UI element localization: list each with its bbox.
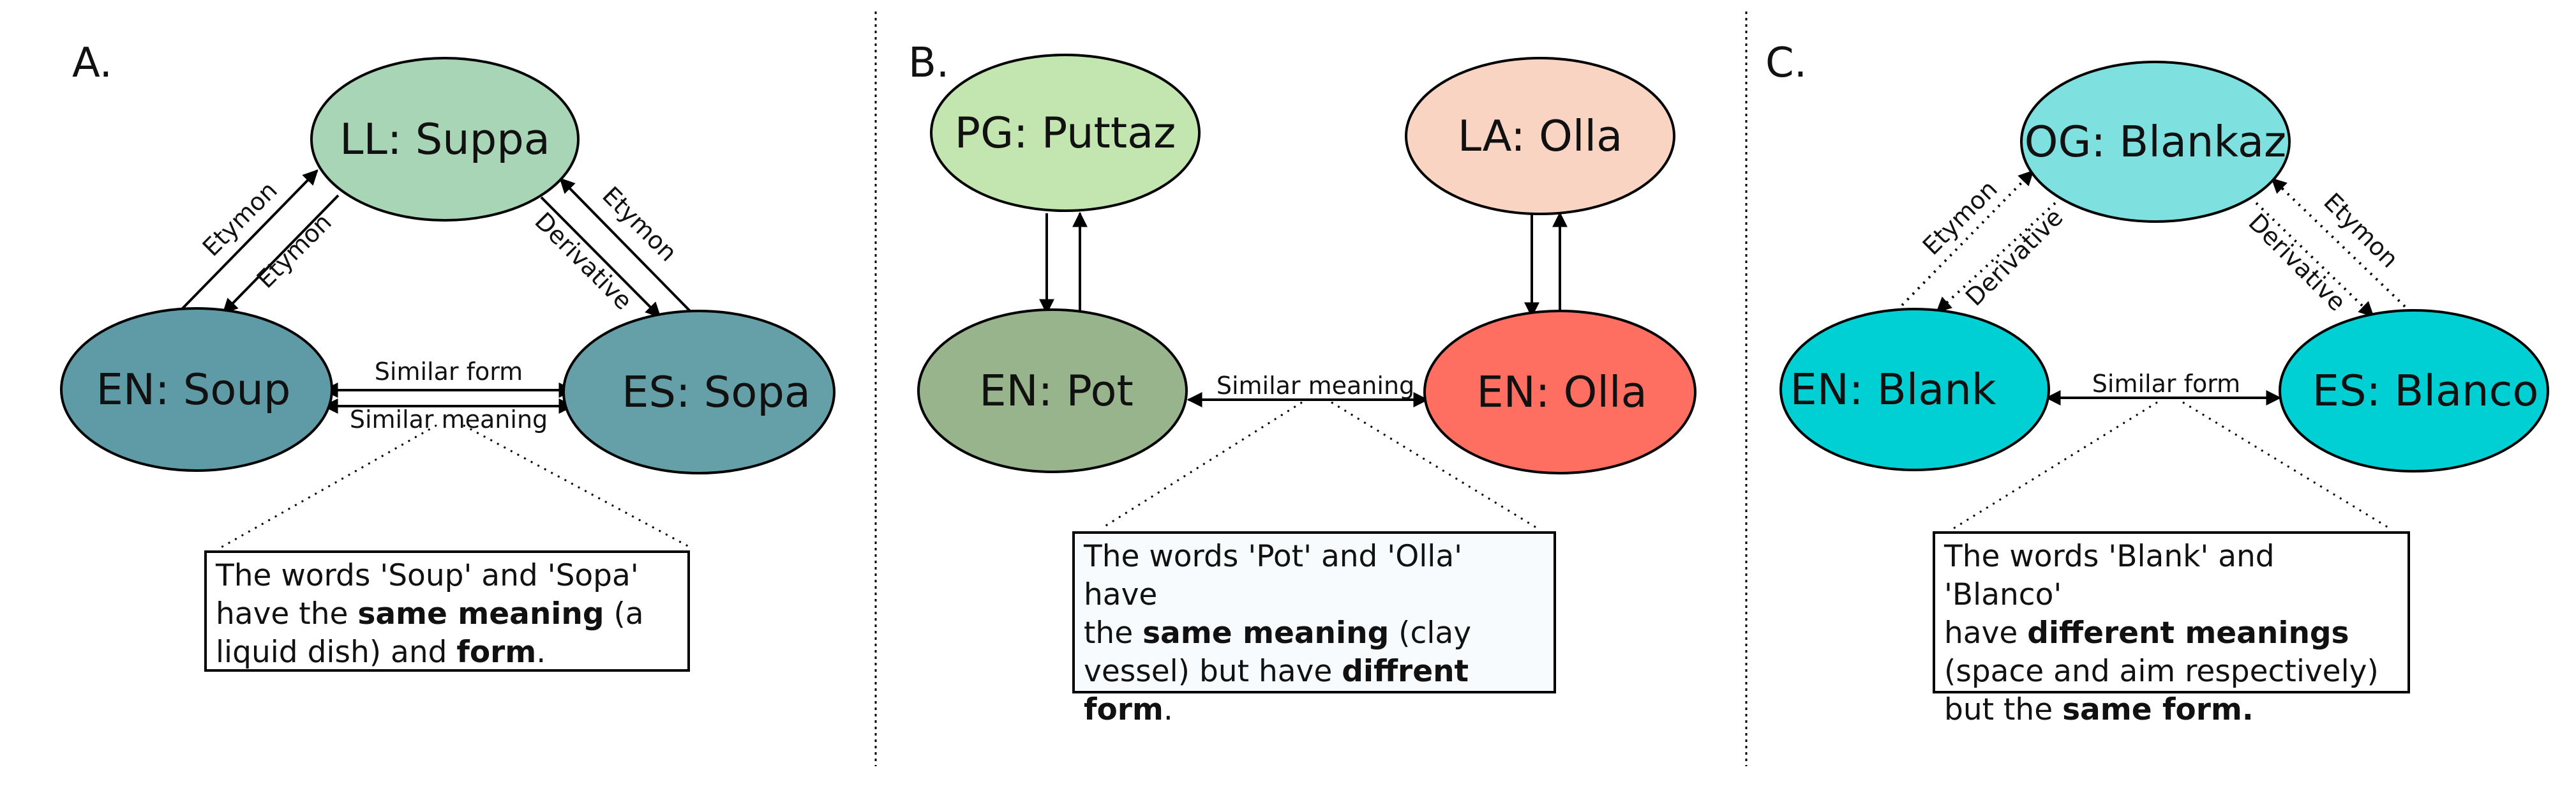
note-b-text-2: the — [1084, 616, 1143, 651]
edge-c-left-up-label: Etymon — [1917, 175, 2003, 261]
edge-a-left-down — [222, 194, 340, 314]
node-c-en-blank-label: EN: Blank — [1790, 365, 1996, 414]
node-c-es-blanco — [2279, 309, 2549, 473]
node-a-ll-suppa — [310, 57, 580, 222]
edge-c-left-up — [1901, 170, 2034, 306]
node-c-en-blank — [1779, 308, 2050, 471]
node-a-es-sopa-label: ES: Sopa — [622, 367, 811, 417]
node-a-es-sopa — [562, 310, 835, 474]
note-a-text-5: . — [536, 635, 546, 670]
node-a-en-soup-label: EN: Soup — [96, 365, 291, 414]
note-a: The words 'Soup' and 'Sopa' have the sam… — [204, 550, 690, 672]
node-b-en-olla-label: EN: Olla — [1476, 367, 1647, 417]
note-b: The words 'Pot' and 'Olla' have the same… — [1072, 531, 1556, 727]
callout-c-left — [1952, 401, 2158, 530]
note-c-text-2: have — [1944, 616, 2028, 651]
edge-c-right-up-label: Etymon — [2318, 188, 2404, 273]
note-b-bold-1: same meaning — [1142, 616, 1389, 651]
callout-a-left — [220, 424, 437, 549]
edge-a-right-up-label: Etymon — [597, 181, 682, 267]
note-b-line-1: The words 'Pot' and 'Olla' have — [1084, 539, 1463, 612]
callout-a-right — [463, 424, 692, 549]
edge-b-similar-meaning-label: Similar meaning — [1217, 372, 1414, 400]
note-b-text-3: (clay — [1389, 616, 1472, 651]
edge-a-left-down-label: Etymon — [251, 208, 337, 294]
edge-a-right-down — [540, 196, 661, 318]
note-a-text-3: (a — [604, 596, 644, 632]
edge-a-right-up — [559, 178, 692, 313]
note-c-bold-2: same form. — [2062, 692, 2254, 727]
node-b-la-olla-label: LA: Olla — [1458, 111, 1622, 161]
node-b-la-olla — [1405, 57, 1675, 215]
node-a-en-soup — [60, 307, 333, 472]
note-b-text-4: vessel) but have — [1084, 654, 1342, 689]
note-c-text-4: but the — [1944, 692, 2063, 727]
node-b-en-pot — [917, 308, 1188, 473]
note-a-text-2: have the — [216, 596, 358, 632]
panel-a-label: A. — [72, 40, 112, 87]
note-c: The words 'Blank' and 'Blanco' have diff… — [1933, 531, 2410, 727]
note-a-bold-2: form — [456, 635, 537, 670]
edge-c-right-down-label: Derivative — [2243, 208, 2351, 317]
note-c-bold-1: different meanings — [2027, 616, 2349, 651]
edge-a-similar-form-label: Similar form — [375, 358, 523, 386]
note-c-line-1: The words 'Blank' and 'Blanco' — [1944, 539, 2275, 612]
note-c-line-3: (space and aim respectively) — [1944, 654, 2379, 689]
callout-b-left — [1100, 401, 1303, 530]
node-b-en-pot-label: EN: Pot — [979, 366, 1134, 416]
edge-c-right-up — [2271, 178, 2406, 308]
node-b-pg-puttaz — [930, 54, 1201, 212]
note-b-bold-3: form — [1084, 692, 1164, 727]
note-b-bold-2: diffrent — [1342, 654, 1469, 689]
node-a-ll-suppa-label: LL: Suppa — [340, 114, 550, 164]
node-b-pg-puttaz-label: PG: Puttaz — [955, 108, 1176, 158]
note-a-text-4: liquid dish) and — [216, 635, 457, 670]
note-b-text-5: . — [1163, 692, 1173, 727]
node-c-es-blanco-label: ES: Blanco — [2312, 366, 2539, 416]
note-a-bold-1: same meaning — [357, 596, 604, 632]
edge-a-similar-meaning-label: Similar meaning — [350, 405, 548, 434]
panel-c-label: C. — [1765, 40, 1807, 87]
node-c-og-blankaz — [2020, 61, 2291, 223]
panel-b-label: B. — [908, 40, 949, 87]
node-c-og-blankaz-label: OG: Blankaz — [2025, 117, 2286, 167]
edge-a-left-up — [179, 169, 318, 312]
edge-c-similar-form-label: Similar form — [2092, 370, 2240, 398]
note-a-line-1: The words 'Soup' and 'Sopa' — [216, 558, 639, 593]
node-b-en-olla — [1423, 310, 1696, 474]
